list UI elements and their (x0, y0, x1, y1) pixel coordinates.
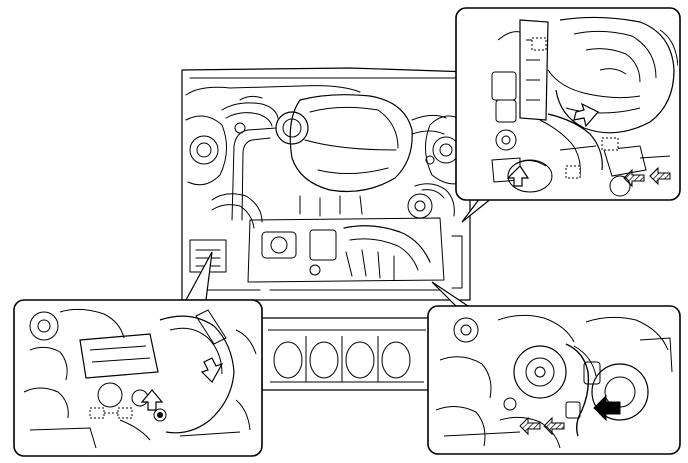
hatched-arrow-icon (543, 416, 565, 436)
leader-bottom-right (431, 281, 470, 307)
clamp-marker-icon (565, 165, 581, 179)
overview-engine-bay (181, 67, 471, 301)
outline-arrow-icon (506, 165, 530, 187)
clamp-marker-icon (601, 137, 619, 151)
detail-panel-bottom-left (13, 299, 263, 457)
detail-panel-top-right (455, 7, 681, 201)
hatched-arrow-icon (649, 166, 671, 186)
outline-arrow-icon (200, 357, 224, 383)
clamp-marker-icon (89, 407, 105, 419)
arrow-icon (593, 394, 621, 422)
outline-arrow-icon (573, 102, 599, 128)
clamp-marker-icon (117, 407, 133, 419)
outline-arrow-icon (140, 389, 164, 411)
leader-top-right (461, 197, 494, 223)
hatched-arrow-icon (623, 168, 645, 188)
hatched-arrow-icon (519, 416, 541, 436)
clamp-marker-icon (531, 37, 547, 51)
detail-panel-bottom-right (427, 305, 681, 455)
intake-manifold-lower (261, 317, 433, 391)
callout-leaders (184, 197, 494, 307)
